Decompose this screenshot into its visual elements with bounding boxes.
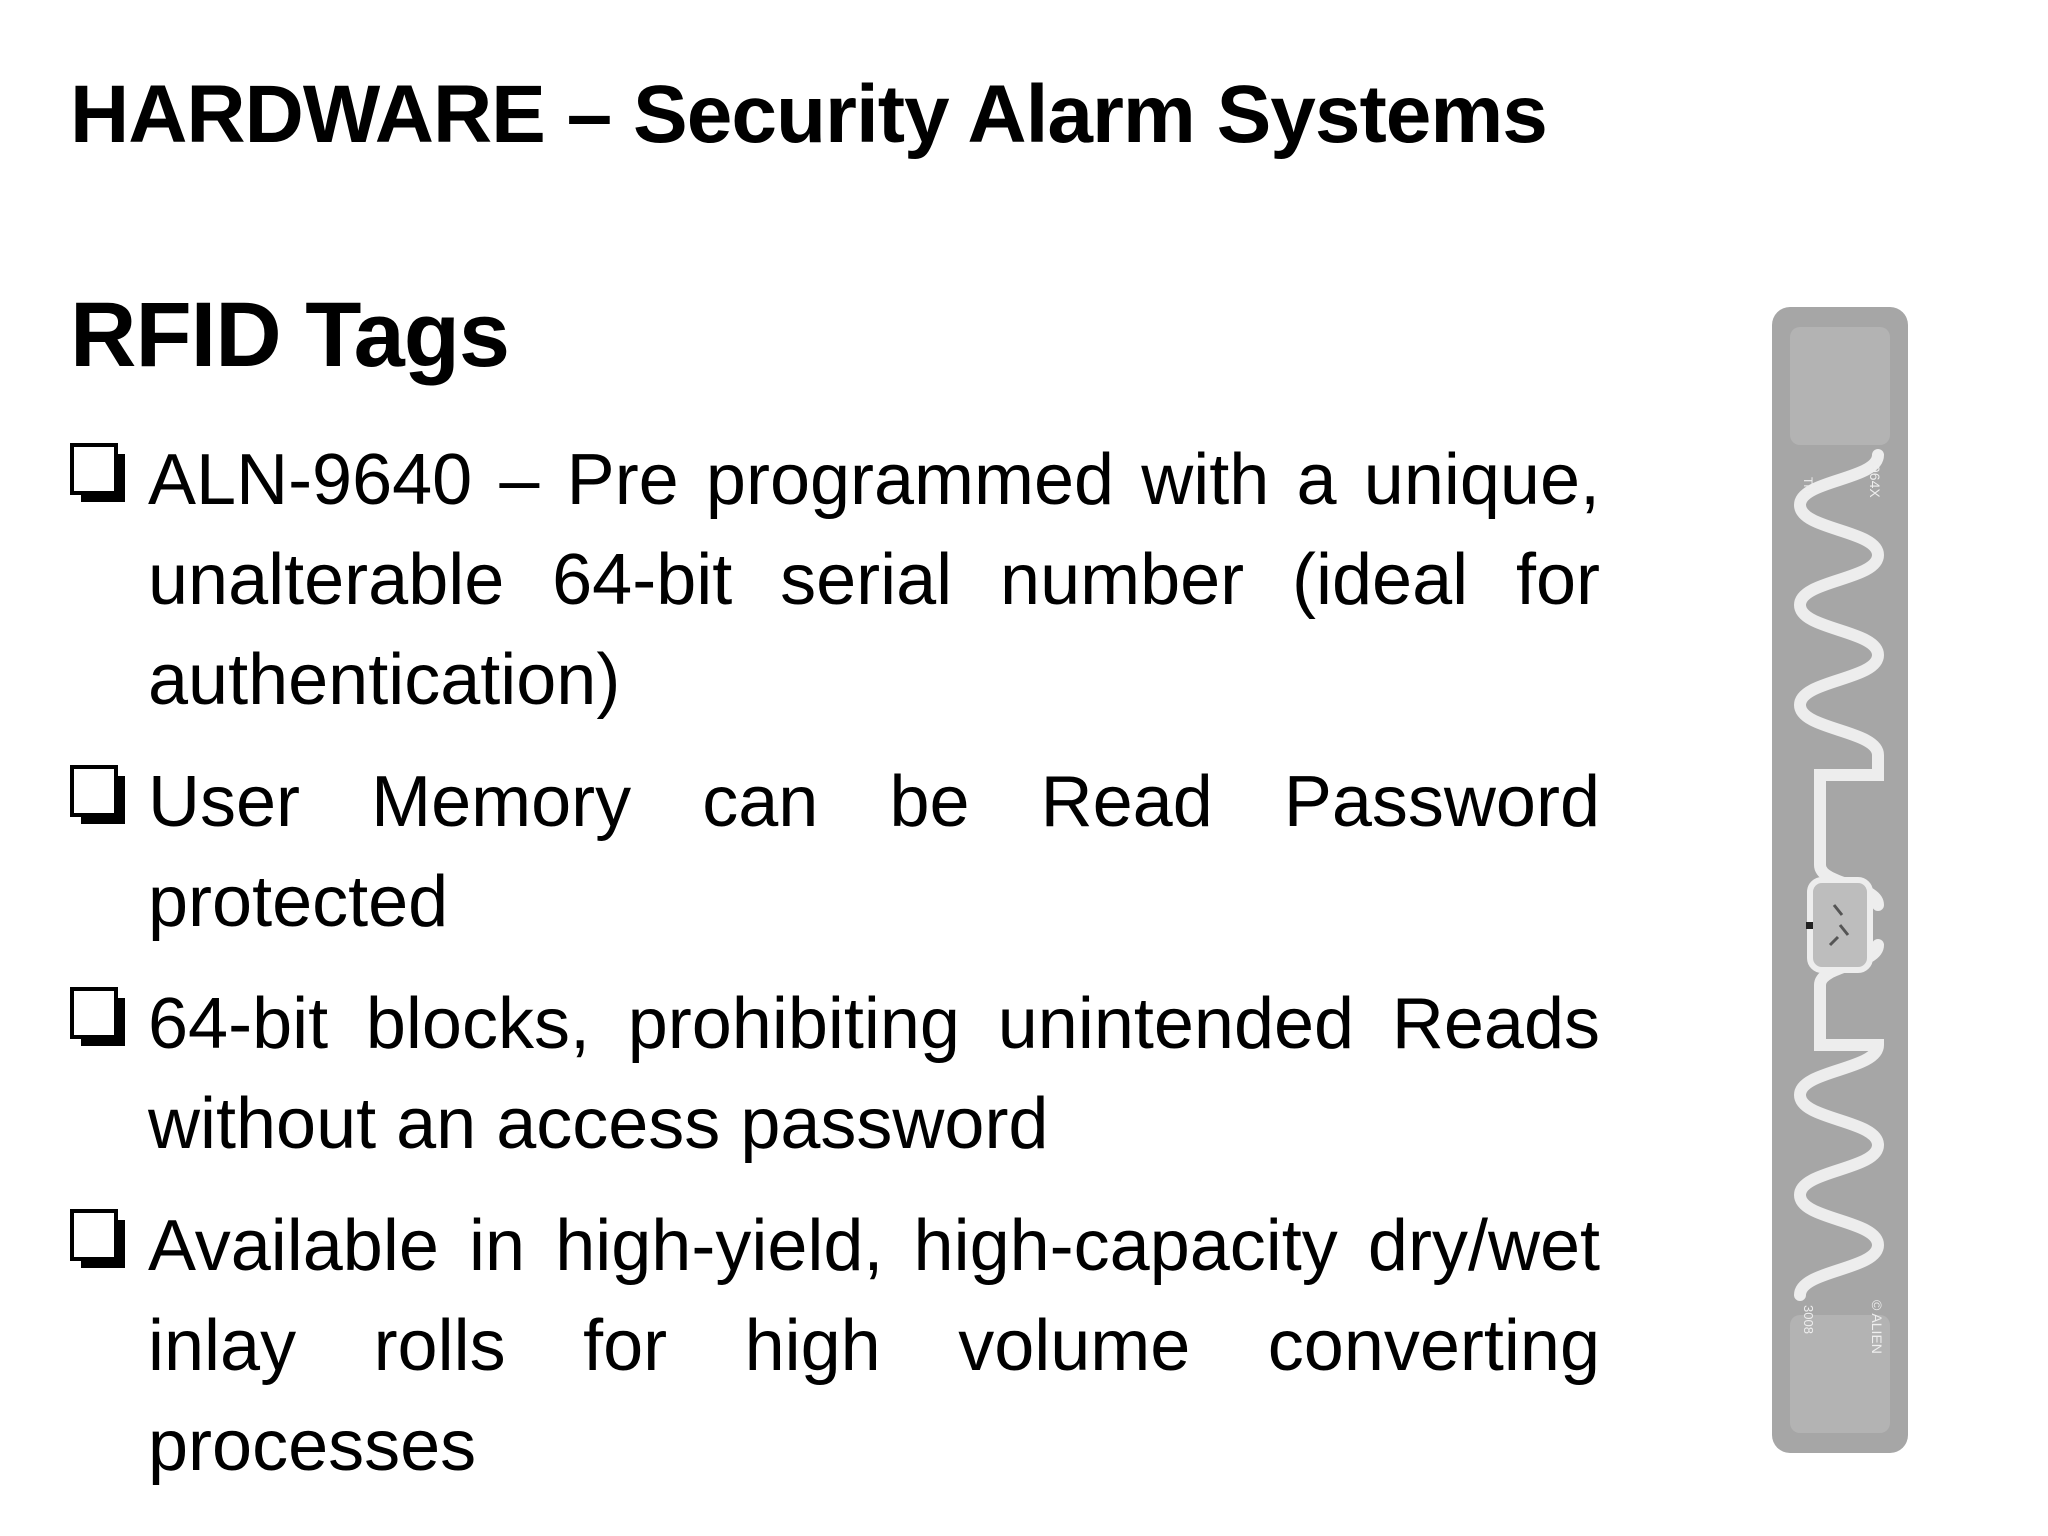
antenna-trace-upper bbox=[1793, 449, 1885, 911]
antenna-trace-lower bbox=[1793, 939, 1885, 1301]
checkbox-square-icon bbox=[70, 987, 125, 1046]
tag-label-top-right: 964X bbox=[1867, 465, 1883, 498]
bullet-item: Available in high-yield, high-capacity d… bbox=[70, 1196, 1600, 1496]
bullet-item: User Memory can be Read Password protect… bbox=[70, 752, 1600, 952]
chip-marks bbox=[1828, 904, 1850, 947]
rfid-tag-inlay-image: 964X TM 3008 © ALIEN bbox=[1772, 307, 1908, 1453]
bullet-text: ALN-9640 – Pre programmed with a unique,… bbox=[148, 440, 1600, 720]
bullet-item: 64-bit blocks, prohibiting unintended Re… bbox=[70, 974, 1600, 1174]
bullet-list: ALN-9640 – Pre programmed with a unique,… bbox=[70, 430, 1600, 1518]
bullet-text: User Memory can be Read Password protect… bbox=[148, 762, 1600, 942]
checkbox-square-icon bbox=[70, 765, 125, 824]
checkbox-square-icon bbox=[70, 1209, 125, 1268]
tag-label-bottom-left: 3008 bbox=[1801, 1305, 1816, 1334]
bullet-text: 64-bit blocks, prohibiting unintended Re… bbox=[148, 984, 1600, 1164]
bullet-item: ALN-9640 – Pre programmed with a unique,… bbox=[70, 430, 1600, 730]
checkbox-square-icon bbox=[70, 443, 125, 502]
tag-label-top-left: TM bbox=[1801, 477, 1815, 494]
bullet-text: Available in high-yield, high-capacity d… bbox=[148, 1206, 1600, 1486]
section-heading: RFID Tags bbox=[70, 284, 510, 386]
tag-label-bottom-right: © ALIEN bbox=[1869, 1300, 1885, 1354]
slide-title: HARDWARE – Security Alarm Systems bbox=[70, 69, 1548, 160]
